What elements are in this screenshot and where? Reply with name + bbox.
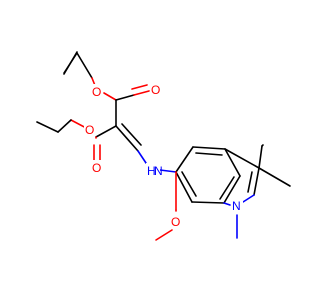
bond bbox=[224, 148, 260, 169]
bond bbox=[76, 52, 93, 79]
bond bbox=[159, 169, 177, 173]
oxygen-label: O bbox=[92, 161, 101, 175]
ester-top-clean bbox=[63, 51, 78, 75]
oxygen-label: O bbox=[85, 123, 94, 137]
indole-benzene-ring bbox=[175, 146, 241, 204]
bond bbox=[63, 51, 78, 75]
bond bbox=[191, 201, 225, 204]
ethyl-ester-left bbox=[36, 119, 117, 161]
oxygen-label: O bbox=[171, 215, 180, 229]
bond bbox=[155, 229, 173, 241]
bond bbox=[181, 171, 197, 197]
indole-pyrrole-ring bbox=[223, 148, 260, 206]
bond bbox=[137, 150, 147, 164]
bond bbox=[95, 125, 117, 138]
ethyl-ester-top bbox=[63, 52, 150, 127]
enamine-linker bbox=[115, 123, 177, 173]
atom-labels: O O O O H N O N bbox=[84, 82, 243, 229]
bond bbox=[115, 125, 139, 152]
oxygen-label: O bbox=[151, 83, 160, 97]
bond bbox=[133, 90, 150, 96]
bond bbox=[224, 148, 241, 177]
molecule-drawing: O O O O H N O N bbox=[36, 51, 291, 241]
oxygen-label: O bbox=[92, 85, 101, 99]
bond bbox=[247, 171, 253, 193]
bond bbox=[219, 176, 235, 200]
bond bbox=[131, 84, 148, 90]
bond bbox=[36, 121, 59, 133]
nitrogen-label: N bbox=[232, 199, 241, 213]
nh-hydrogen-label: H bbox=[147, 164, 156, 178]
bond bbox=[223, 175, 241, 204]
bond bbox=[258, 145, 263, 169]
nh-nitrogen-label: N bbox=[154, 164, 163, 178]
bond bbox=[175, 146, 194, 173]
bond bbox=[258, 167, 291, 187]
bond bbox=[103, 92, 117, 101]
bond bbox=[192, 146, 226, 150]
bond bbox=[242, 194, 255, 203]
bond bbox=[121, 123, 142, 146]
bond bbox=[195, 152, 223, 156]
bond bbox=[261, 144, 264, 147]
ring-methyls bbox=[236, 144, 291, 239]
bond bbox=[175, 171, 193, 203]
bond bbox=[57, 119, 72, 133]
bond bbox=[115, 94, 135, 101]
methoxy-group bbox=[155, 171, 177, 241]
bond bbox=[253, 167, 260, 196]
bond bbox=[223, 202, 231, 206]
